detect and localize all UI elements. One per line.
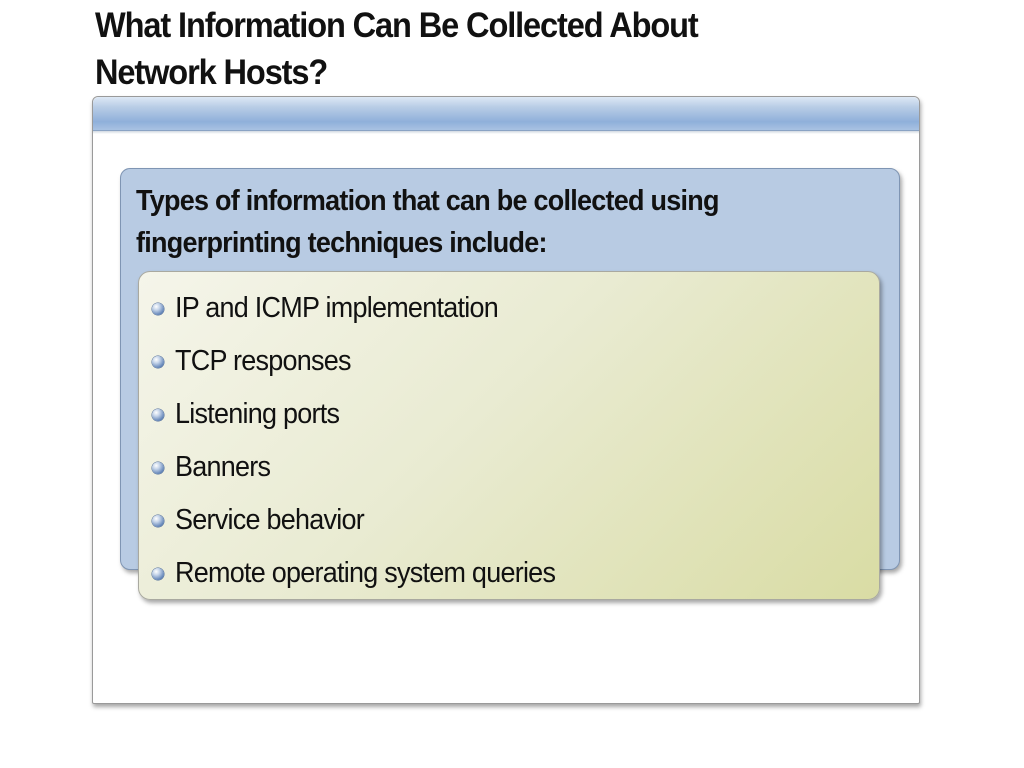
list-item: IP and ICMP implementation — [150, 282, 584, 335]
blue-sphere-bullet-icon — [152, 461, 164, 474]
slide-title: What Information Can Be Collected About … — [95, 2, 895, 96]
slide-title-line-1: What Information Can Be Collected About — [95, 6, 699, 45]
slide-title-line-2: Network Hosts? — [95, 53, 328, 92]
blue-sphere-bullet-icon — [152, 302, 164, 315]
list-item: Service behavior — [150, 494, 584, 547]
bullet-text: Banners — [175, 451, 271, 483]
panel-heading: Types of information that can be collect… — [136, 180, 806, 264]
list-item: TCP responses — [150, 335, 584, 388]
blue-sphere-bullet-icon — [152, 514, 164, 527]
panel-heading-line-1: Types of information that can be collect… — [136, 185, 719, 217]
frame-header-bar — [93, 97, 919, 134]
panel-heading-line-2: fingerprinting techniques include: — [136, 227, 547, 259]
bullet-text: IP and ICMP implementation — [175, 292, 499, 324]
bullet-list: IP and ICMP implementation TCP responses… — [150, 282, 584, 600]
list-item: Remote operating system queries — [150, 547, 584, 600]
bullet-text: Remote operating system queries — [175, 557, 556, 589]
list-item: Banners — [150, 441, 584, 494]
list-item: Listening ports — [150, 388, 584, 441]
blue-sphere-bullet-icon — [152, 408, 164, 421]
inner-panel — [138, 271, 880, 600]
blue-sphere-bullet-icon — [152, 567, 164, 580]
bullet-text: Listening ports — [175, 398, 340, 430]
bullet-text: TCP responses — [175, 345, 351, 377]
bullet-text: Service behavior — [175, 504, 365, 536]
blue-sphere-bullet-icon — [152, 355, 164, 368]
